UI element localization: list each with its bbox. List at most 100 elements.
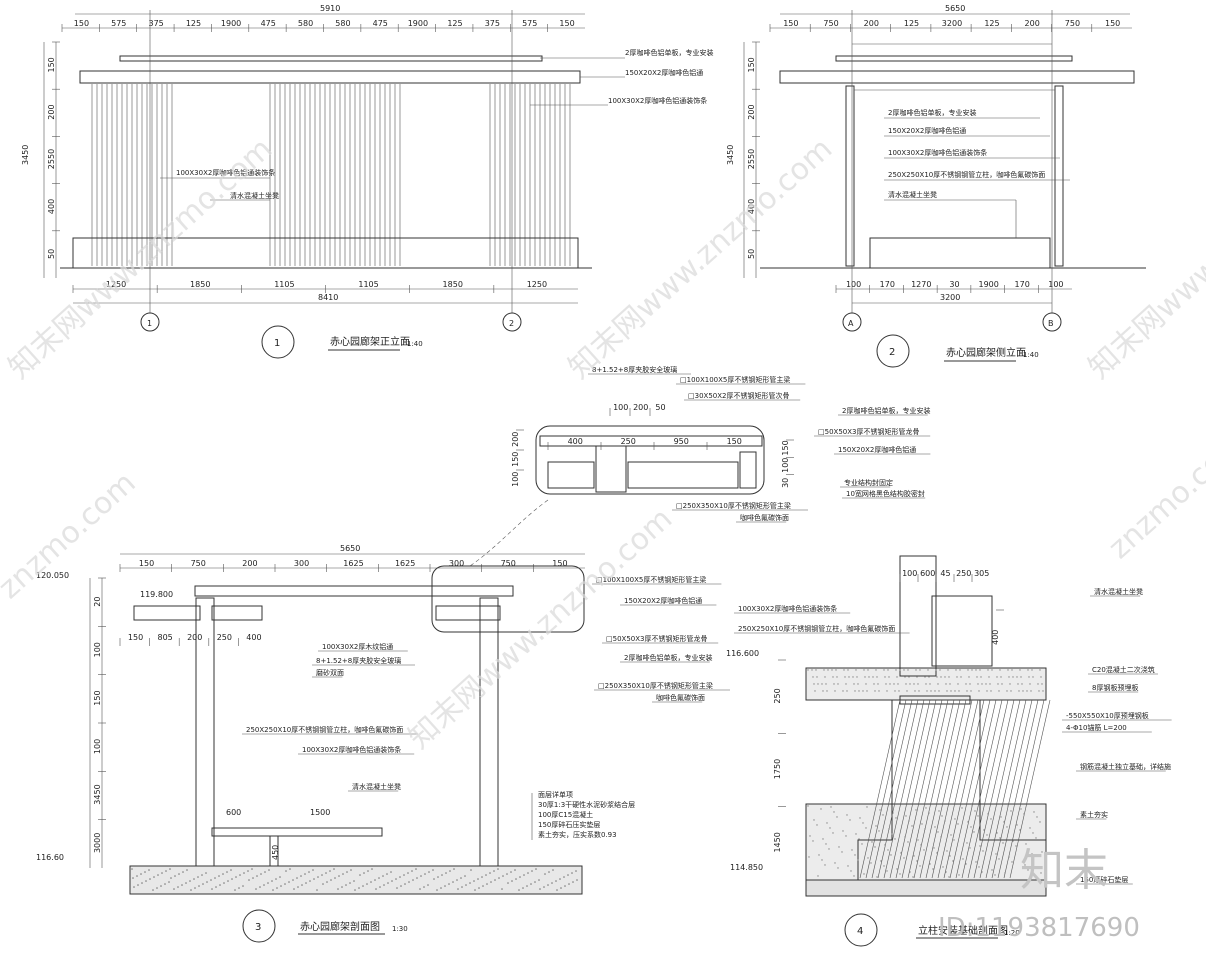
found-dot bbox=[1012, 840, 1014, 842]
found-dot bbox=[1042, 690, 1044, 692]
hatch-line bbox=[865, 699, 907, 879]
gravel-dot bbox=[149, 878, 151, 880]
found-dot bbox=[928, 676, 930, 678]
section-layer-note: 100厚C15混凝土 bbox=[538, 810, 593, 819]
gravel-dot bbox=[160, 885, 162, 887]
found-dot bbox=[998, 858, 1000, 860]
gravel-dot bbox=[170, 877, 172, 879]
side-note-4: 清水混凝土坐凳 bbox=[888, 190, 937, 199]
gravel-dot bbox=[305, 882, 307, 884]
found-top-dim-label: 250 bbox=[956, 569, 971, 578]
found-dot bbox=[983, 829, 985, 831]
gravel-dot bbox=[243, 872, 245, 874]
section-lower-dim-label: 400 bbox=[246, 633, 261, 642]
found-dot bbox=[880, 860, 882, 862]
gravel-dot bbox=[399, 876, 401, 878]
found-dot bbox=[976, 676, 978, 678]
gravel-dot bbox=[168, 881, 170, 883]
gravel-dot bbox=[563, 876, 565, 878]
section-note: 100X30X2厚咖啡色铝通装饰条 bbox=[302, 745, 401, 754]
found-dot bbox=[945, 683, 947, 685]
section-note: 磨砂双面 bbox=[316, 668, 344, 677]
found-dot bbox=[934, 826, 936, 828]
side-bottom-dim-label: 1270 bbox=[911, 280, 931, 289]
found-dot bbox=[962, 858, 964, 860]
hatch-line bbox=[919, 699, 961, 879]
found-dot bbox=[820, 808, 822, 810]
found-dot bbox=[919, 669, 921, 671]
found-dot bbox=[892, 812, 894, 814]
found-dot bbox=[874, 846, 876, 848]
front-note-1: 150X20X2厚咖啡色铝通 bbox=[625, 68, 703, 77]
side-note-2: 100X30X2厚咖啡色铝通装饰条 bbox=[888, 148, 987, 157]
found-dot bbox=[907, 669, 909, 671]
side-top-dim-label: 3200 bbox=[942, 19, 962, 28]
detail-note: □30X50X2厚不锈钢矩形管次骨 bbox=[688, 391, 789, 400]
gravel-dot bbox=[556, 889, 558, 891]
found-dot bbox=[828, 848, 830, 850]
side-top-dim-label: 750 bbox=[1065, 19, 1080, 28]
gravel-dot bbox=[481, 876, 483, 878]
found-dot bbox=[865, 827, 867, 829]
gravel-dot bbox=[559, 878, 561, 880]
detail-note: □250X350X10厚不锈钢矩形管主梁 bbox=[676, 501, 791, 510]
side-axis-a: A bbox=[848, 319, 854, 328]
hatch-line bbox=[937, 699, 979, 879]
section-left-dim-label: 20 bbox=[93, 597, 102, 607]
gravel-dot bbox=[464, 875, 466, 877]
side-number: 2 bbox=[889, 347, 895, 358]
found-left-dim-label: 1450 bbox=[773, 832, 782, 852]
gravel-dot bbox=[346, 871, 348, 873]
found-dot bbox=[848, 676, 850, 678]
section-top-dim-label: 750 bbox=[191, 559, 206, 568]
found-dot bbox=[1017, 683, 1019, 685]
found-dot bbox=[1040, 676, 1042, 678]
section-note: □250X350X10厚不锈钢矩形管主梁 bbox=[598, 681, 713, 690]
section-layer-note: 素土夯实，压实系数0.93 bbox=[538, 830, 617, 839]
gravel-dot bbox=[334, 877, 336, 879]
gravel-dot bbox=[453, 868, 455, 870]
hatch-line bbox=[979, 699, 1021, 879]
found-dot bbox=[845, 683, 847, 685]
found-dot bbox=[1029, 683, 1031, 685]
found-dot bbox=[949, 855, 951, 857]
gravel-dot bbox=[337, 888, 339, 890]
found-dot bbox=[858, 690, 860, 692]
found-dot bbox=[1035, 837, 1037, 839]
found-dot bbox=[955, 669, 957, 671]
found-dot bbox=[932, 868, 934, 870]
found-dot bbox=[1016, 676, 1018, 678]
gravel-dot bbox=[366, 883, 368, 885]
found-dot bbox=[896, 868, 898, 870]
found-dot bbox=[874, 690, 876, 692]
found-dot bbox=[905, 683, 907, 685]
found-dot bbox=[974, 810, 976, 812]
gravel-dot bbox=[345, 884, 347, 886]
gravel-dot bbox=[440, 887, 442, 889]
found-dot bbox=[833, 683, 835, 685]
gravel-dot bbox=[144, 871, 146, 873]
found-dot bbox=[831, 669, 833, 671]
found-dot bbox=[913, 683, 915, 685]
side-bottom-dim-label: 30 bbox=[949, 280, 959, 289]
gravel-dot bbox=[379, 886, 381, 888]
found-dot bbox=[1031, 669, 1033, 671]
section-overall-top: 5650 bbox=[340, 544, 360, 553]
detail-top-dim-label: 50 bbox=[655, 403, 665, 412]
gravel-dot bbox=[474, 889, 476, 891]
gravel-dot bbox=[234, 889, 236, 891]
found-dot bbox=[884, 844, 886, 846]
found-dot bbox=[845, 835, 847, 837]
gravel-dot bbox=[354, 889, 356, 891]
gravel-dot bbox=[304, 873, 306, 875]
section-left-dim-label: 100 bbox=[93, 739, 102, 754]
found-dot bbox=[957, 683, 959, 685]
gravel-dot bbox=[165, 870, 167, 872]
found-dot bbox=[868, 676, 870, 678]
found-dot bbox=[929, 863, 931, 865]
found-dot bbox=[823, 669, 825, 671]
found-dot bbox=[1018, 690, 1020, 692]
gravel-dot bbox=[568, 883, 570, 885]
gravel-dot bbox=[227, 880, 229, 882]
watermarks: 知末网www.znzmo.com 知末网www.znzmo.com znzmo.… bbox=[0, 131, 1206, 756]
